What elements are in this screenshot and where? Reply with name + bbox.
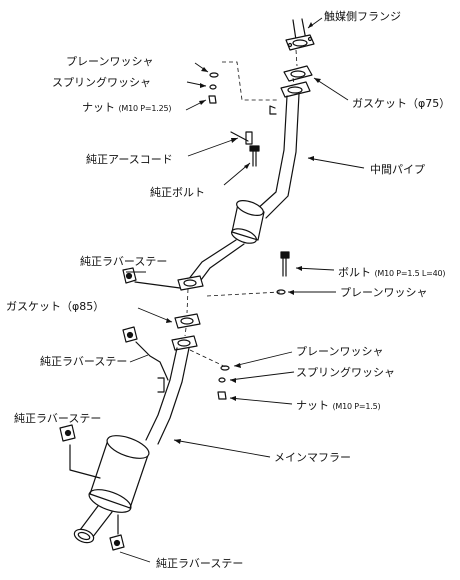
label-plain-washer-low: プレーンワッシャ xyxy=(296,345,384,358)
label-rubber-stay-3: 純正ラバーステー xyxy=(14,412,102,425)
label-spring-washer-top: スプリングワッシャ xyxy=(52,76,151,89)
label-gasket-85: ガスケット（φ85） xyxy=(6,300,105,313)
leader-rubber-stay-4 xyxy=(119,551,151,563)
nut-low-spec: (M10 P=1.5) xyxy=(332,402,381,411)
catalyst-flange-part xyxy=(285,18,315,51)
label-catalyst-flange: 触媒側フランジ xyxy=(324,10,401,23)
label-nut-top: ナット (M10 P=1.25) xyxy=(82,101,172,115)
tail-pipe-part xyxy=(145,347,190,445)
leader-gasket-75 xyxy=(313,77,349,101)
gasket-75-part xyxy=(283,65,313,82)
leader-bolt xyxy=(295,267,335,271)
bolt-name: ボルト xyxy=(338,266,371,279)
label-rubber-stay-2: 純正ラバーステー xyxy=(40,355,128,368)
nut-top-spec: (M10 P=1.25) xyxy=(118,104,172,113)
label-spring-washer-low: スプリングワッシャ xyxy=(296,366,395,379)
leader-nut-low xyxy=(229,397,293,405)
leader-rubber-stay-2 xyxy=(129,354,149,363)
bolt-spec: (M10 P=1.5 L=40) xyxy=(374,269,446,278)
label-plain-washer-mid: プレーンワッシャ xyxy=(340,286,428,299)
leader-gasket-85 xyxy=(137,307,173,323)
label-main-muffler: メインマフラー xyxy=(274,451,351,464)
hardware-top-part xyxy=(208,72,260,167)
leader-main-muffler xyxy=(173,439,271,458)
label-center-pipe: 中間パイプ xyxy=(370,163,425,176)
hardware-mid-part xyxy=(276,251,290,295)
leader-spring-washer-low xyxy=(229,371,295,381)
hardware-low-part xyxy=(217,365,230,400)
rubber-stay-parts xyxy=(59,267,181,551)
main-muffler-part xyxy=(73,435,150,544)
label-plain-washer-top: プレーンワッシャ xyxy=(66,55,154,68)
label-rubber-stay-4: 純正ラバーステー xyxy=(156,557,244,570)
nut-top-name: ナット xyxy=(82,101,115,114)
center-pipe-flange-part xyxy=(280,81,311,98)
leader-plain-washer-low xyxy=(233,351,293,367)
label-gasket-75: ガスケット（φ75） xyxy=(352,97,451,110)
leader-center-pipe xyxy=(307,157,365,169)
mid-flange-part xyxy=(171,275,204,351)
label-nut-low: ナット (M10 P=1.5) xyxy=(296,399,381,413)
nut-low-name: ナット xyxy=(296,399,329,412)
label-genuine-bolt: 純正ボルト xyxy=(150,186,205,199)
label-earth-cord: 純正アースコード xyxy=(86,153,173,166)
mid-pipe-part xyxy=(187,239,245,285)
resonator-part xyxy=(231,200,265,244)
label-bolt: ボルト (M10 P=1.5 L=40) xyxy=(338,266,446,280)
label-rubber-stay-1: 純正ラバーステー xyxy=(80,255,168,268)
center-pipe-part xyxy=(255,93,300,219)
leader-earth-cord xyxy=(187,137,239,157)
